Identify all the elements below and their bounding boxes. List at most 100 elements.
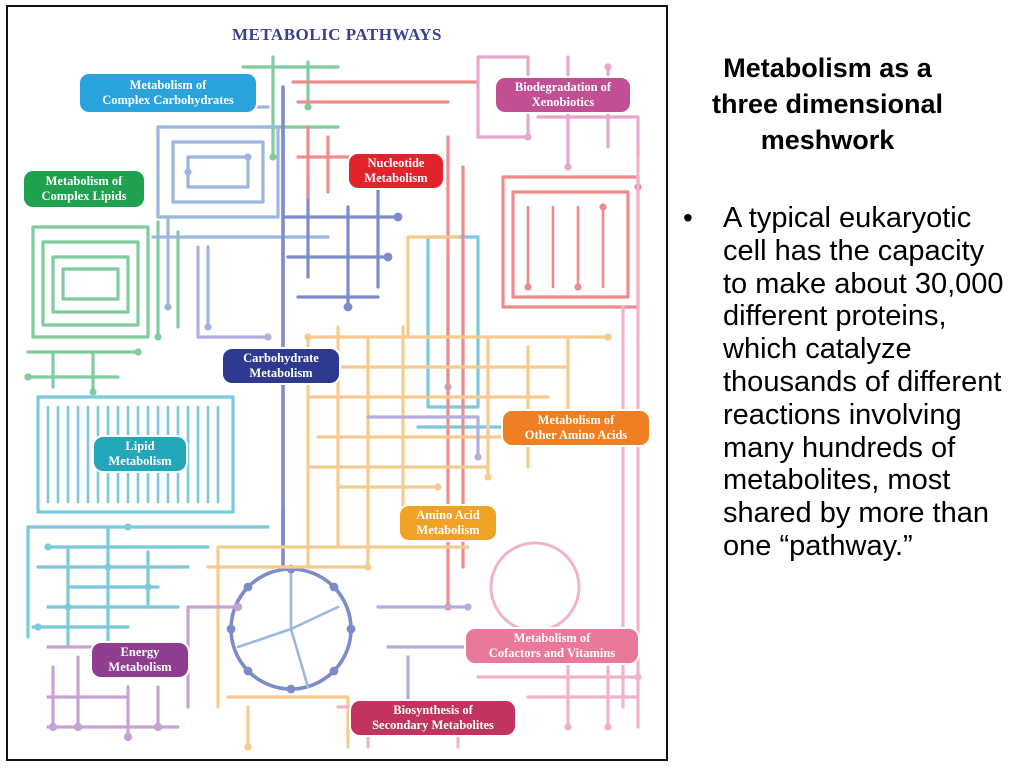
metabolite-node: [44, 543, 52, 551]
metabolite-node: [564, 723, 572, 731]
metabolite-node: [244, 743, 252, 751]
label-line2: Complex Carbohydrates: [102, 93, 234, 107]
label-line2: Metabolism: [108, 660, 172, 674]
metabolite-node: [244, 153, 252, 161]
metabolite-node: [233, 602, 243, 612]
metabolite-node: [34, 623, 42, 631]
metabolite-node: [604, 333, 612, 341]
metabolite-node: [123, 732, 133, 742]
pathway-line: [36, 395, 235, 514]
pathway-line: [26, 525, 150, 649]
metabolite-node: [264, 333, 272, 341]
metabolite-node: [153, 722, 163, 732]
metabolite-node: [124, 523, 132, 531]
cofactor-ring: [489, 541, 581, 633]
label-nucleotide: Nucleotide Metabolism: [349, 154, 443, 188]
pathway-line: [296, 335, 610, 489]
pathway-line: [46, 645, 180, 739]
metabolite-node: [599, 203, 607, 211]
metabolite-node: [484, 473, 492, 481]
metabolite-node: [524, 283, 532, 291]
metabolite-node: [243, 666, 253, 676]
label-line1: Metabolism of: [45, 174, 123, 188]
metabolite-node: [73, 722, 83, 732]
pathway-line: [41, 240, 140, 327]
bullet-symbol: •: [683, 202, 693, 233]
pathway-line: [31, 225, 150, 339]
label-line2: Complex Lipids: [41, 189, 127, 203]
pathway-line: [241, 55, 340, 159]
metabolite-node: [286, 684, 296, 694]
label-complex-lipids: Metabolism of Complex Lipids: [24, 171, 144, 207]
metabolite-node: [134, 348, 142, 356]
pathway-line: [476, 655, 640, 729]
pathway-line: [26, 525, 270, 629]
pathway-line: [126, 105, 330, 329]
metabolite-node: [64, 603, 72, 611]
label-line1: Carbohydrate: [243, 351, 319, 365]
label-amino-acid: Amino Acid Metabolism: [400, 506, 496, 540]
label-line1: Biodegradation of: [514, 80, 612, 94]
label-secondary-metabolites: Biosynthesis of Secondary Metabolites: [351, 701, 515, 735]
metabolite-node: [383, 252, 393, 262]
pathway-line: [526, 205, 605, 289]
pathway-line: [291, 80, 480, 199]
metabolite-node: [204, 323, 212, 331]
label-line1: Nucleotide: [367, 156, 425, 170]
pathway-line: [406, 235, 460, 339]
label-line1: Energy: [120, 645, 160, 659]
pathway-line: [26, 220, 180, 394]
label-line1: Biosynthesis of: [393, 703, 473, 717]
map-title: METABOLIC PATHWAYS: [231, 25, 443, 44]
pathway-line: [501, 175, 640, 309]
label-line1: Amino Acid: [416, 508, 480, 522]
label-line1: Metabolism of: [129, 78, 207, 92]
pathway-line: [281, 175, 400, 309]
pathway-line: [186, 605, 240, 709]
pathway-line: [476, 55, 640, 169]
label-line1: Metabolism of: [513, 631, 591, 645]
label-complex-carbohydrates: Metabolism of Complex Carbohydrates: [80, 74, 256, 112]
metabolite-node: [364, 563, 372, 571]
label-cofactors-vitamins: Metabolism of Cofactors and Vitamins: [466, 629, 638, 663]
metabolite-node: [343, 302, 353, 312]
metabolite-node: [184, 168, 192, 176]
metabolite-node: [269, 153, 277, 161]
pathway-line: [51, 255, 130, 314]
metabolite-node: [164, 303, 172, 311]
metabolite-node: [393, 212, 403, 222]
metabolite-node: [304, 333, 312, 341]
label-line1: Metabolism of: [537, 413, 615, 427]
metabolite-node: [524, 133, 532, 141]
label-line2: Secondary Metabolites: [372, 718, 494, 732]
metabolite-node: [634, 673, 642, 681]
metabolite-node: [226, 624, 236, 634]
label-lipid: Lipid Metabolism: [94, 437, 186, 471]
label-line2: Other Amino Acids: [524, 428, 628, 442]
metabolite-node: [346, 624, 356, 634]
metabolite-node: [104, 563, 112, 571]
metabolite-node: [464, 603, 472, 611]
pathway-line: [236, 567, 340, 689]
pathway-line: [196, 245, 480, 709]
label-xenobiotics: Biodegradation of Xenobiotics: [496, 78, 630, 112]
metabolic-pathways-map: METABOLIC PATHWAYS Metabolism of Complex…: [6, 5, 668, 761]
label-energy: Energy Metabolism: [92, 643, 188, 677]
pathway-line: [156, 125, 280, 219]
metabolite-node: [604, 63, 612, 71]
metabolite-node: [604, 723, 612, 731]
label-line2: Cofactors and Vitamins: [488, 646, 616, 660]
label-line2: Metabolism: [249, 366, 313, 380]
metabolite-node: [574, 283, 582, 291]
metabolite-node: [304, 103, 312, 111]
pathway-line: [206, 545, 470, 749]
label-line2: Metabolism: [364, 171, 428, 185]
metabolite-node: [154, 333, 162, 341]
metabolite-node: [329, 666, 339, 676]
label-carbohydrate: Carbohydrate Metabolism: [223, 349, 339, 383]
metabolite-node: [434, 483, 442, 491]
label-line1: Lipid: [125, 439, 155, 453]
metabolite-node: [89, 388, 97, 396]
bullet-text: A typical eukaryotic cell has the capaci…: [723, 202, 1004, 562]
label-line2: Xenobiotics: [531, 95, 595, 109]
